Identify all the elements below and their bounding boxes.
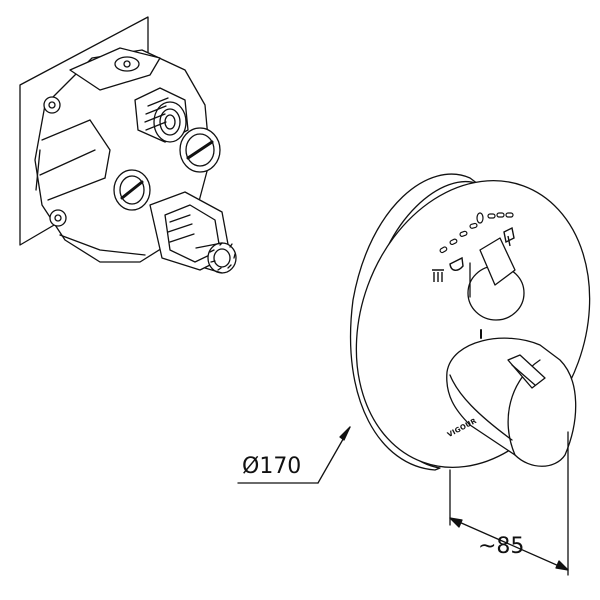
depth-label: ~85 — [478, 534, 525, 559]
shower-icon — [432, 269, 444, 282]
dimension-depth — [449, 431, 569, 576]
diameter-label: Ø170 — [242, 454, 302, 479]
screw-plug-upper — [179, 127, 221, 173]
mounting-lug-bottom — [49, 209, 67, 227]
spindle-assembly — [149, 191, 237, 274]
top-fitting — [134, 87, 189, 143]
concealed-valve-body — [19, 16, 237, 274]
rosette-assembly — [349, 173, 591, 471]
diverter-scale — [439, 212, 514, 254]
thermostatic-handle — [446, 337, 577, 467]
diverter-knob — [467, 237, 525, 321]
mounting-lug-top — [43, 96, 61, 114]
hand-shower-icon — [503, 226, 515, 247]
safety-button — [507, 354, 546, 389]
bathtub-icon — [449, 256, 464, 271]
screw-plug-middle — [113, 169, 151, 211]
dimension-diameter — [237, 426, 351, 484]
